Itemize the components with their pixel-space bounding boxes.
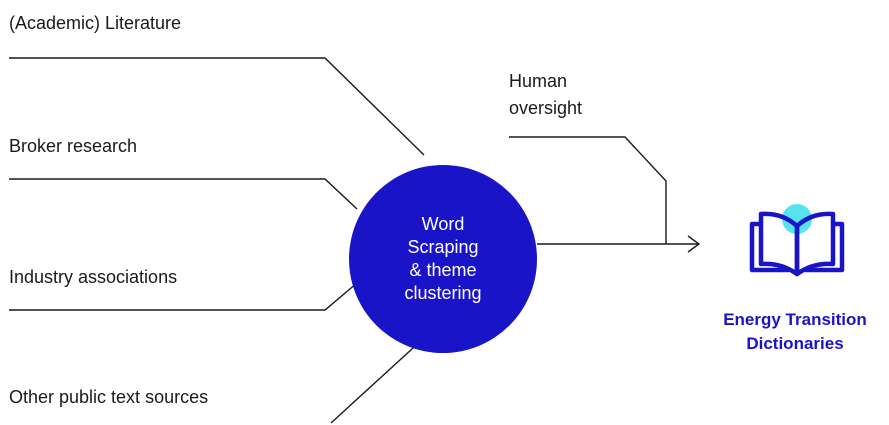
output-label: Energy Transition Dictionaries [690, 308, 889, 356]
book-left-page [758, 211, 800, 277]
hub-line-3: & theme [409, 260, 477, 280]
hub-line-2: Scraping [407, 237, 479, 257]
human-oversight-line-1: Human [509, 71, 568, 91]
hub-line-4: clustering [404, 283, 482, 303]
source-label-broker-research: Broker research [9, 136, 138, 156]
connector-industry [9, 282, 358, 311]
source-label-other-public-text: Other public text sources [9, 387, 209, 407]
book-right-cover [803, 221, 845, 273]
connector-broker [9, 178, 358, 210]
source-label-literature: (Academic) Literature [9, 13, 182, 33]
connector-other [330, 337, 425, 424]
open-book-icon [749, 204, 845, 277]
book-right-page [794, 211, 836, 277]
connector-literature [9, 57, 425, 156]
human-oversight-line-2: oversight [509, 98, 583, 118]
hub-line-1: Word [421, 214, 465, 234]
book-highlight-dot [782, 204, 812, 234]
output-label-line-2: Dictionaries [746, 334, 844, 353]
connector-oversight [509, 136, 667, 244]
arrow-head [687, 235, 701, 253]
output-label-line-1: Energy Transition [723, 310, 867, 329]
word-scraping-hub: Word Scraping & theme clustering [349, 165, 537, 353]
human-oversight-label: Human oversight [509, 68, 582, 122]
source-label-industry-associations: Industry associations [9, 267, 178, 287]
book-left-cover [749, 221, 791, 273]
